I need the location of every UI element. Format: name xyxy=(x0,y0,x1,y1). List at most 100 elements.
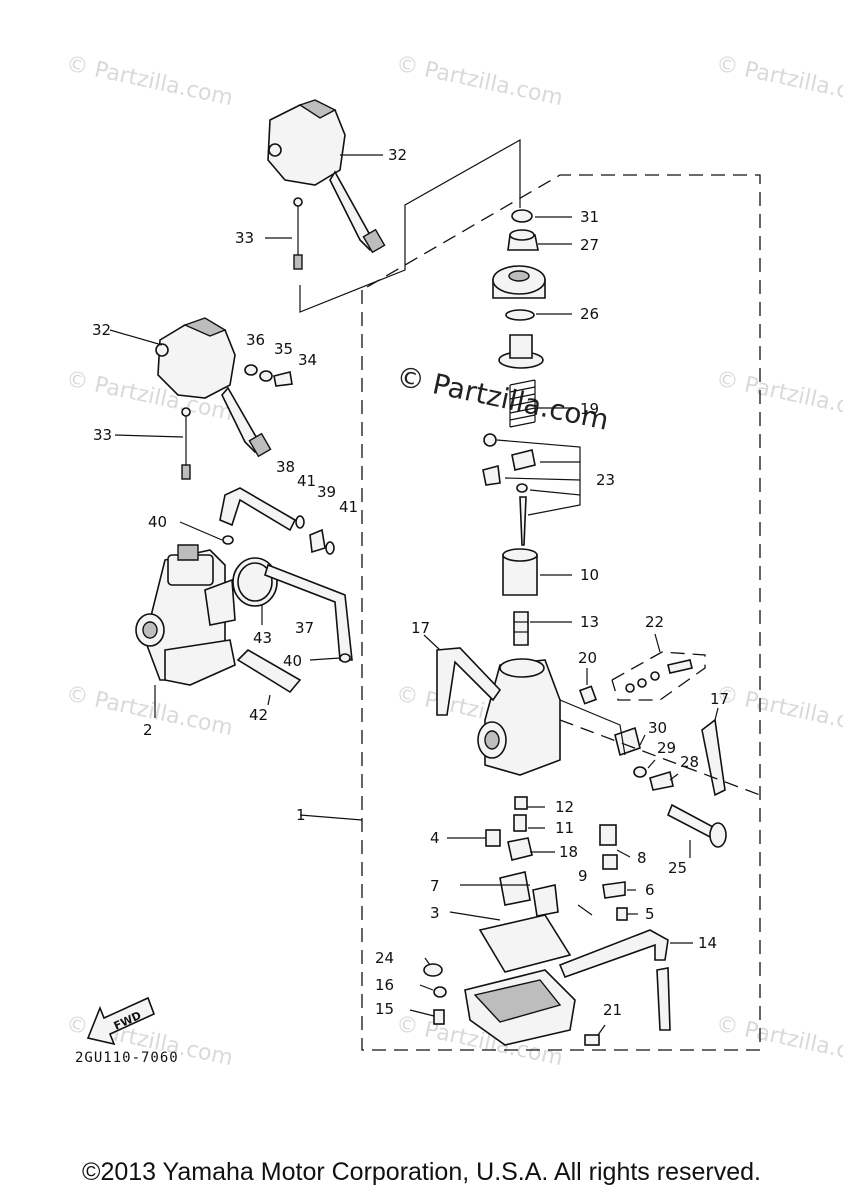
callout: 3 xyxy=(430,904,440,922)
callout: 37 xyxy=(295,619,314,637)
hose-38 xyxy=(219,487,297,532)
callout: 39 xyxy=(317,483,336,501)
clip-40a xyxy=(222,535,234,545)
callout: 17 xyxy=(411,619,430,637)
watermark-center: © Partzilla.com xyxy=(394,360,612,437)
callout: 2 xyxy=(143,721,153,739)
callout: 24 xyxy=(375,949,394,967)
pin-9 xyxy=(577,904,593,916)
top-nut xyxy=(492,265,546,299)
screws-34-36 xyxy=(244,364,293,387)
float-chamber xyxy=(464,969,576,1046)
callout: 12 xyxy=(555,798,574,816)
washer-29 xyxy=(633,766,647,778)
watermark: © Partzilla.com xyxy=(394,51,565,111)
plunger-cap xyxy=(498,334,544,369)
callout: 18 xyxy=(559,843,578,861)
callout: 11 xyxy=(555,819,574,837)
callout: 17 xyxy=(710,690,729,708)
callout: 26 xyxy=(580,305,599,323)
slide-10 xyxy=(502,548,538,596)
callout: 19 xyxy=(580,400,599,418)
cable-end-upper xyxy=(293,197,303,270)
float-7 xyxy=(499,871,531,906)
drain-hose-14 xyxy=(558,929,671,1031)
main-jet-12 xyxy=(514,796,528,810)
assembly-boundary xyxy=(361,174,761,1051)
screw-28 xyxy=(649,770,674,791)
throttle-screw-25 xyxy=(666,803,727,848)
float-valve-seat xyxy=(602,854,618,870)
callout: 38 xyxy=(276,458,295,476)
cable-end-lower xyxy=(181,407,191,480)
watermark: © Partzilla.com xyxy=(714,1011,843,1071)
watermark: © Partzilla.com xyxy=(64,51,235,111)
callout: 30 xyxy=(648,719,667,737)
cap-27 xyxy=(507,229,539,251)
watermark: © Partzilla.com xyxy=(714,681,843,741)
pilot-jet-11 xyxy=(513,814,527,832)
fitting-39-41 xyxy=(295,515,335,555)
washer-16 xyxy=(433,986,447,998)
float-valve-8 xyxy=(599,824,617,846)
carburetor-assembly-left xyxy=(135,544,236,686)
callout: 23 xyxy=(596,471,615,489)
callout: 22 xyxy=(645,613,664,631)
leader-top-cable xyxy=(299,138,521,313)
callout: 13 xyxy=(580,613,599,631)
callout: 25 xyxy=(668,859,687,877)
o-ring-26 xyxy=(505,309,535,321)
hose-37 xyxy=(264,563,353,661)
throttle-housing-lower xyxy=(155,317,272,458)
screw-5 xyxy=(616,907,628,921)
leader-lines xyxy=(109,154,719,1036)
callout: 29 xyxy=(657,739,676,757)
callout: 31 xyxy=(580,208,599,226)
callouts: 32 33 31 27 26 32 36 35 34 19 33 23 38 4… xyxy=(92,146,729,1019)
hose-17-right xyxy=(701,718,726,797)
callout: 27 xyxy=(580,236,599,254)
callout: 10 xyxy=(580,566,599,584)
hose-17-left xyxy=(436,647,502,716)
callout: 14 xyxy=(698,934,717,952)
callout: 35 xyxy=(274,340,293,358)
callout: 40 xyxy=(283,652,302,670)
callout: 5 xyxy=(645,905,655,923)
hose-42 xyxy=(236,649,302,694)
watermark: © Partzilla.com xyxy=(714,366,843,426)
callout: 28 xyxy=(680,753,699,771)
body-dash-right xyxy=(559,719,761,796)
callout: 41 xyxy=(297,472,316,490)
gasket-3 xyxy=(478,914,572,973)
screw-21 xyxy=(584,1034,600,1046)
callout: 8 xyxy=(637,849,647,867)
callout: 16 xyxy=(375,976,394,994)
screw-set-22 xyxy=(611,651,706,701)
callout: 1 xyxy=(296,806,306,824)
callout: 36 xyxy=(246,331,265,349)
needle-set-23 xyxy=(482,433,581,546)
callout: 4 xyxy=(430,829,440,847)
callout: 20 xyxy=(578,649,597,667)
plate-18 xyxy=(507,837,533,861)
callout: 6 xyxy=(645,881,655,899)
copyright-notice: ©2013 Yamaha Motor Corporation, U.S.A. A… xyxy=(82,1158,761,1186)
callout: 33 xyxy=(235,229,254,247)
jet-20 xyxy=(578,685,598,705)
diagram-code: 2GU110-7060 xyxy=(75,1050,179,1066)
callout: 42 xyxy=(249,706,268,724)
throttle-housing-upper xyxy=(267,99,386,254)
jet-4 xyxy=(485,829,501,847)
float-7b xyxy=(532,884,559,917)
plate-6 xyxy=(602,881,626,899)
callout: 21 xyxy=(603,1001,622,1019)
callout: 34 xyxy=(298,351,317,369)
washer-24 xyxy=(423,963,443,977)
callout: 7 xyxy=(430,877,440,895)
carburetor-body xyxy=(477,658,561,776)
callout: 40 xyxy=(148,513,167,531)
callout: 43 xyxy=(253,629,272,647)
callout: 15 xyxy=(375,1000,394,1018)
watermark: © Partzilla.com xyxy=(714,51,843,111)
